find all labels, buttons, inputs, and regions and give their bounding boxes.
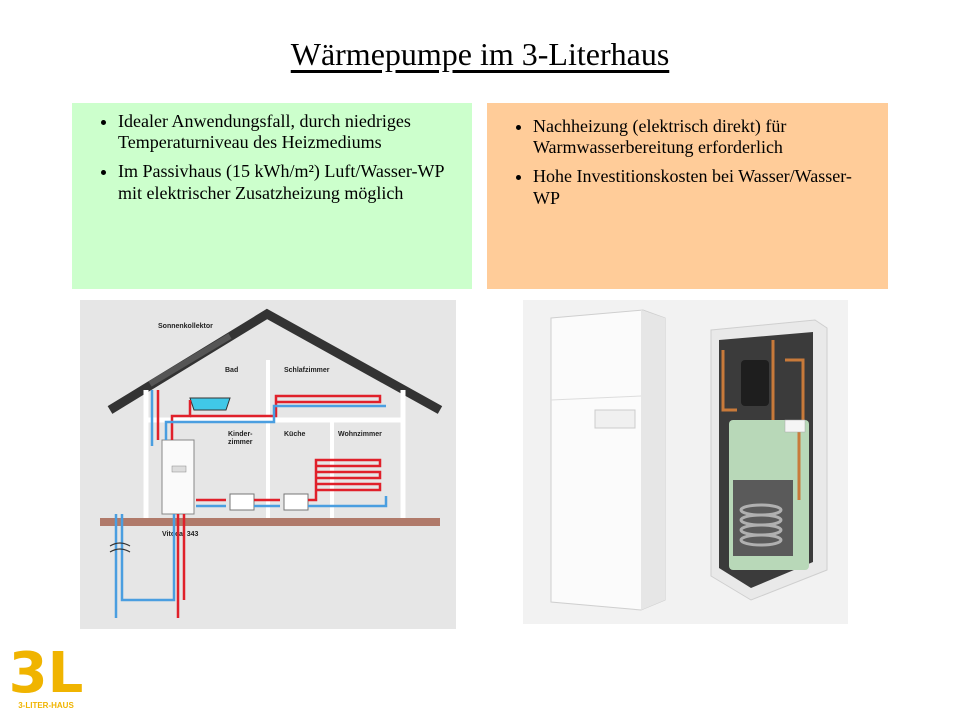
cold-pipes [114, 390, 388, 618]
bathtub [189, 397, 231, 411]
control-panel [594, 409, 636, 429]
hot-pipes [156, 390, 382, 618]
label-unit: Vitocal 343 [162, 531, 199, 538]
bullet-item: Idealer Anwendungsfall, durch niedriges … [118, 111, 456, 153]
brand-logo: 3L 3-LITER-HAUS [9, 640, 84, 712]
label-kids-room-2: zimmer [228, 439, 253, 446]
unit-panel-seam [550, 395, 642, 401]
disadvantages-list: Nachheizung (elektrisch direkt) für Warm… [491, 116, 876, 209]
controller-display [784, 419, 806, 433]
advantages-box: Idealer Anwendungsfall, durch niedriges … [72, 103, 472, 289]
label-collector: Sonnenkollektor [158, 323, 213, 330]
label-bedroom: Schlafzimmer [284, 367, 330, 374]
slide-title: Wärmepumpe im 3-Literhaus [290, 36, 670, 72]
heat-pump-photo-svg [550, 309, 828, 611]
label-kitchen: Küche [284, 431, 306, 438]
compressor [741, 360, 769, 406]
ground [100, 518, 440, 526]
radiator-icon [229, 493, 255, 511]
heat-exchanger-coil [739, 503, 783, 547]
bullet-item: Hohe Investitionskosten bei Wasser/Wasse… [533, 166, 876, 208]
bullet-item: Im Passivhaus (15 kWh/m²) Luft/Wasser-WP… [118, 161, 456, 203]
logo-mark: 3L [10, 641, 82, 706]
copper-pipes [721, 340, 805, 500]
bullet-item: Nachheizung (elektrisch direkt) für Warm… [533, 116, 876, 158]
heat-pump-photo [523, 300, 848, 624]
closed-unit-side [641, 310, 665, 610]
radiator-icon [283, 493, 309, 511]
pipe-break-icon [109, 542, 131, 553]
heat-pump-unit [161, 439, 195, 515]
advantages-list: Idealer Anwendungsfall, durch niedriges … [76, 111, 456, 204]
disadvantages-box: Nachheizung (elektrisch direkt) für Warm… [487, 103, 888, 289]
house-diagram: Sonnenkollektor Bad Schlafzimmer Kinder-… [80, 300, 456, 629]
house-diagram-svg: Sonnenkollektor Bad Schlafzimmer Kinder-… [100, 308, 443, 618]
label-kids-room-1: Kinder- [228, 431, 253, 438]
label-living-room: Wohnzimmer [338, 431, 382, 438]
label-bath: Bad [225, 367, 238, 374]
logo-svg: 3L 3-LITER-HAUS [9, 641, 84, 710]
unit-display [171, 465, 187, 473]
solar-collector [148, 333, 232, 387]
logo-caption: 3-LITER-HAUS [18, 701, 74, 710]
